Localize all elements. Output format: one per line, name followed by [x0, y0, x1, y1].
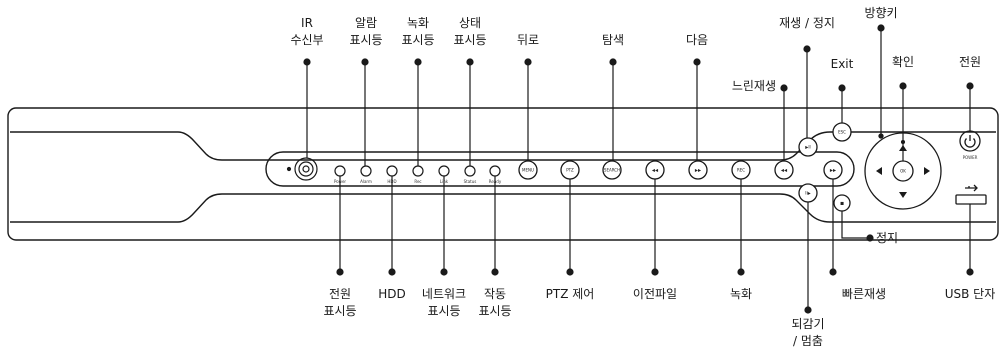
slow-play-button-label: ◀◀ — [781, 168, 788, 173]
prev-file-button-label: ◀◀ — [652, 168, 659, 173]
ir-receiver — [286, 157, 318, 181]
play-stop-button-label: ▶II — [805, 145, 810, 150]
ptz-button-label: PTZ — [566, 168, 574, 173]
callout-rewind-line1: 되감기 — [791, 317, 824, 331]
led-label-alarm: Alarm — [360, 179, 372, 184]
callout-operation-line1: 작동 — [484, 287, 506, 301]
callout-rec-led-line2: 표시등 — [401, 33, 434, 47]
exit-button-label: ESC — [838, 130, 846, 135]
callout-back: 뒤로 — [517, 33, 539, 47]
callout-ir-line2: 수신부 — [290, 33, 323, 47]
arrow-left-icon[interactable] — [876, 167, 882, 175]
usb-port-slot[interactable] — [955, 194, 987, 205]
rewind-button-label: II▶ — [805, 191, 811, 196]
callout-rec-led-line1: 녹화 — [407, 16, 429, 30]
callout-alarm-line2: 표시등 — [349, 33, 382, 47]
led-labels: Power Alarm HDD Rec Link Status Ready — [334, 179, 502, 184]
panel-button-labels: MENU PTZ SEARCH ◀◀ ▶▶ REC ◀◀ ▶II ESC ▶▶ … — [522, 130, 846, 206]
led-label-rec: Rec — [414, 179, 421, 184]
callout-search: 탐색 — [602, 33, 624, 47]
callout-operation-line2: 표시등 — [478, 304, 511, 318]
top-callouts: IR 수신부 알람 표시등 녹화 표시등 상태 표시등 뒤로 탐색 다음 느린재… — [290, 6, 981, 93]
power-button[interactable] — [959, 130, 981, 152]
callout-rewind-line2: / 멈춤 — [793, 334, 823, 348]
callout-direction: 방향키 — [864, 6, 897, 20]
callout-leaders — [303, 24, 974, 314]
callout-ptz: PTZ 제어 — [546, 287, 595, 301]
led-label-status: Status — [464, 179, 477, 184]
callout-fast-forward: 빠른재생 — [842, 287, 886, 301]
record-button-label: REC — [737, 168, 745, 173]
callout-power-led-line1: 전원 — [329, 287, 351, 301]
fast-forward-button-label: ▶▶ — [830, 168, 837, 173]
search-button-label: SEARCH — [604, 168, 620, 173]
usb-port[interactable] — [955, 184, 987, 205]
callout-next: 다음 — [686, 33, 708, 47]
callout-confirm: 확인 — [892, 55, 914, 69]
next-button[interactable] — [688, 160, 708, 180]
callout-slow-play: 느린재생 — [732, 79, 776, 93]
callout-network-line2: 표시등 — [427, 304, 460, 318]
arrow-right-icon[interactable] — [924, 167, 930, 175]
callout-prev-file: 이전파일 — [633, 287, 677, 301]
power-icon — [964, 138, 976, 148]
callout-power: 전원 — [959, 55, 981, 69]
callout-status-led-line1: 상태 — [459, 16, 481, 30]
callout-exit: Exit — [831, 57, 854, 71]
indicator-leds — [334, 165, 501, 177]
arrow-down-icon[interactable] — [899, 192, 907, 198]
device-outline — [7, 107, 999, 241]
play-stop-button[interactable] — [798, 137, 818, 157]
callout-usb: USB 단자 — [945, 287, 996, 301]
stop-button-label: ■ — [840, 201, 844, 206]
callout-hdd: HDD — [378, 287, 406, 301]
front-ridge-bottom — [10, 193, 996, 223]
front-ridge-top — [10, 131, 996, 161]
callout-play-stop: 재생 / 정지 — [779, 16, 835, 30]
callout-alarm-line1: 알람 — [355, 16, 377, 30]
ok-button-label: OK — [900, 169, 906, 174]
callout-ir-line1: IR — [301, 16, 313, 30]
menu-button-label: MENU — [522, 168, 534, 173]
bottom-callouts: 전원 표시등 HDD 네트워크 표시등 작동 표시등 PTZ 제어 이전파일 녹… — [323, 231, 995, 348]
callout-stop: 정지 — [876, 231, 898, 245]
usb-icon — [965, 184, 978, 192]
callout-network-line1: 네트워크 — [422, 287, 466, 301]
callout-power-led-line2: 표시등 — [323, 304, 356, 318]
callout-status-led-line2: 표시등 — [453, 33, 486, 47]
power-button-label: POWER — [963, 155, 978, 160]
search-button[interactable] — [602, 160, 622, 180]
next-button-label: ▶▶ — [695, 168, 702, 173]
control-strip — [265, 151, 855, 187]
device-body — [7, 107, 999, 241]
callout-record: 녹화 — [730, 287, 752, 301]
